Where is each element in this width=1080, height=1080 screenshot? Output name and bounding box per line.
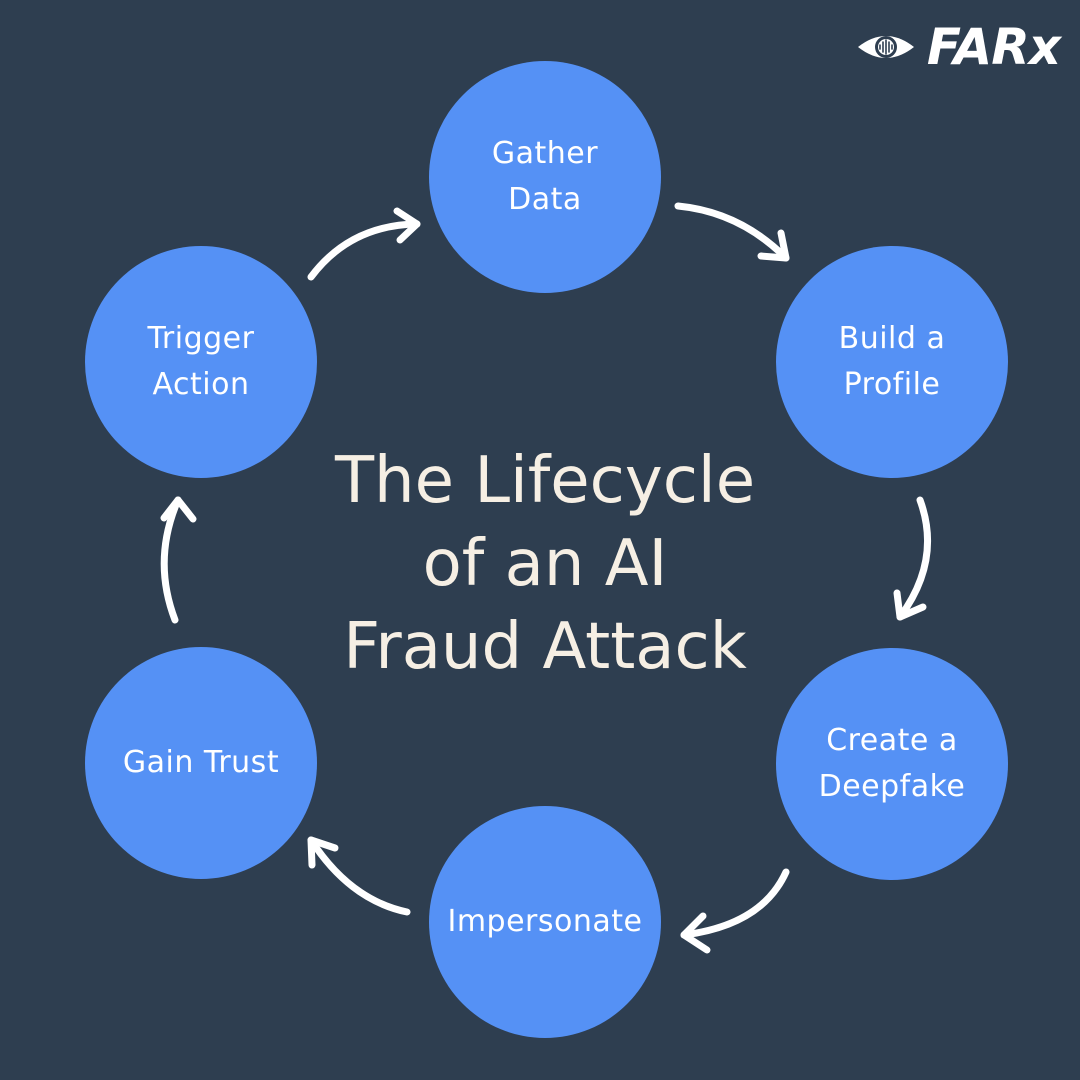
diagram-title: The Lifecycle of an AI Fraud Attack <box>334 444 756 684</box>
stage-label: Gain Trust <box>122 745 280 780</box>
stage-create-deepfake: Create a Deepfake <box>776 648 1008 880</box>
arrow-create-to-impersonate <box>680 868 790 939</box>
arrowhead-trigger-to-gather <box>393 207 421 244</box>
stage-label: Build a Profile <box>838 321 946 402</box>
brand-name: FARx <box>926 18 1061 76</box>
arrowhead-create-to-impersonate <box>680 912 711 954</box>
stage-label: Impersonate <box>447 904 643 939</box>
stage-label: Trigger Action <box>147 321 255 402</box>
arrow-trigger-to-gather <box>307 220 421 281</box>
stage-build-profile: Build a Profile <box>776 246 1008 478</box>
eye-icon <box>857 36 914 58</box>
stage-label: Gather Data <box>491 136 599 217</box>
brand-logo: FARx <box>855 18 1061 76</box>
stage-trigger-action: Trigger Action <box>85 246 317 478</box>
arrow-build-to-create <box>896 496 932 621</box>
stage-label: Create a Deepfake <box>818 723 966 804</box>
stage-impersonate: Impersonate <box>429 806 661 1038</box>
arrowhead-build-to-create <box>893 589 927 621</box>
arrowhead-gain-to-trigger <box>160 496 197 523</box>
arrow-gather-to-build <box>674 202 790 262</box>
arrowhead-impersonate-to-gain <box>307 836 339 869</box>
stage-gain-trust: Gain Trust <box>85 647 317 879</box>
stage-gather-data: Gather Data <box>429 61 661 293</box>
arrow-impersonate-to-gain <box>307 836 411 916</box>
arrowhead-gather-to-build <box>757 229 790 262</box>
arrow-gain-to-trigger <box>160 496 182 624</box>
